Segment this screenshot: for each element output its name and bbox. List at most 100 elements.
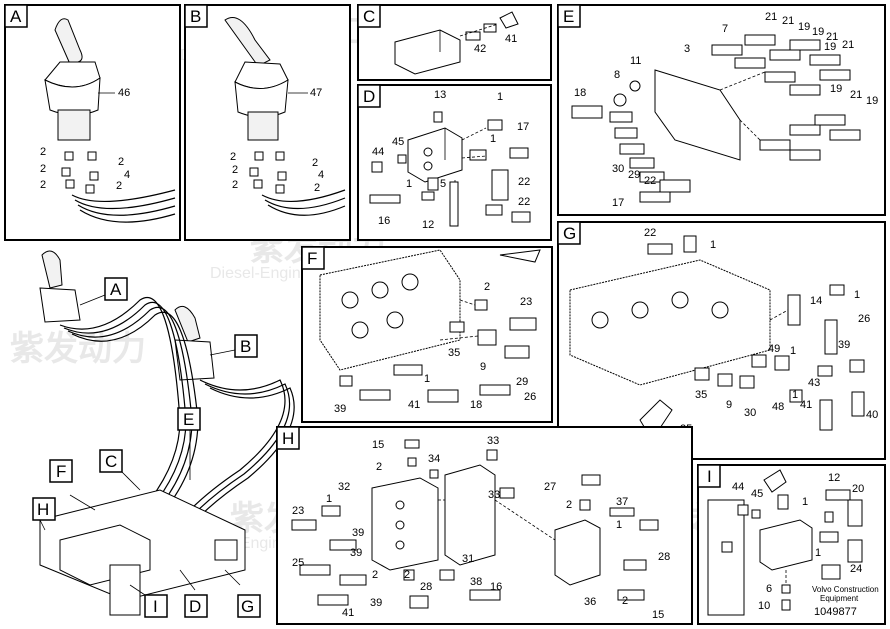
panel-a: A 46 2 2 2 4 2 2 xyxy=(4,4,181,241)
part-number: 19 xyxy=(866,95,878,107)
part-number: 39 xyxy=(370,597,382,609)
panel-d: D 13 1 17 45 44 1 5 1 22 16 12 22 xyxy=(357,84,552,241)
part-number: 21 xyxy=(765,11,777,23)
part-number: 26 xyxy=(524,391,536,403)
watermark-sub: Diesel-Engines xyxy=(210,265,318,282)
part-number: 6 xyxy=(766,583,772,595)
part-number: 2 xyxy=(484,281,490,293)
part-number: 22 xyxy=(518,196,530,208)
overview-callout: F xyxy=(56,462,66,481)
overview-callout: B xyxy=(240,337,251,356)
panel-label: B xyxy=(190,7,201,26)
part-number: 2 xyxy=(312,157,318,169)
part-number: 35 xyxy=(448,347,460,359)
part-number: 1 xyxy=(710,239,716,251)
part-number: 22 xyxy=(644,175,656,187)
part-number: 1 xyxy=(616,519,622,531)
part-number: 17 xyxy=(612,197,624,209)
part-number: 22 xyxy=(644,227,656,239)
part-number: 2 xyxy=(230,151,236,163)
part-number: 22 xyxy=(518,176,530,188)
panel-e: E 21 21 7 19 19 21 19 21 3 xyxy=(557,4,886,216)
part-number: 5 xyxy=(440,178,446,190)
part-number: 33 xyxy=(487,435,499,447)
part-number: 49 xyxy=(768,343,780,355)
part-number: 4 xyxy=(124,169,130,181)
part-number: 18 xyxy=(574,87,586,99)
part-number: 39 xyxy=(352,527,364,539)
part-number: 38 xyxy=(470,576,482,588)
part-number: 29 xyxy=(628,169,640,181)
part-number: 2 xyxy=(372,569,378,581)
part-number: 27 xyxy=(544,481,556,493)
overview-callout: A xyxy=(110,280,122,299)
panel-label: E xyxy=(563,7,574,26)
part-number: 2 xyxy=(40,179,46,191)
part-number: 12 xyxy=(422,219,434,231)
overview-callout: E xyxy=(183,410,194,429)
part-number: 34 xyxy=(428,453,440,465)
part-number: 2 xyxy=(116,180,122,192)
part-number: 23 xyxy=(520,296,532,308)
part-number: 28 xyxy=(658,551,670,563)
part-number: 39 xyxy=(838,339,850,351)
part-number: 1 xyxy=(815,547,821,559)
part-number: 11 xyxy=(630,55,641,67)
part-number: 16 xyxy=(490,581,502,593)
ports xyxy=(61,151,99,194)
part-number: 41 xyxy=(800,399,812,411)
part-number: 1 xyxy=(490,133,496,145)
part-number: 45 xyxy=(392,136,404,148)
overview-machine: A B E C F H I D G xyxy=(32,250,295,618)
part-number: 16 xyxy=(378,215,390,227)
part-number: 32 xyxy=(338,481,350,493)
part-number: 40 xyxy=(866,409,878,421)
panel-g: G 22 1 14 1 26 39 49 1 43 35 9 30 48 xyxy=(557,221,886,460)
part-number: 8 xyxy=(614,69,620,81)
credit-line-1: Volvo Construction xyxy=(812,585,879,594)
part-number: 21 xyxy=(826,31,838,43)
part-number: 19 xyxy=(824,41,836,53)
part-number: 1 xyxy=(406,178,412,190)
part-number: 48 xyxy=(772,401,784,413)
part-number: 2 xyxy=(118,156,124,168)
part-number: 28 xyxy=(420,581,432,593)
part-number: 21 xyxy=(782,15,794,27)
part-number: 2 xyxy=(566,499,572,511)
document-number: 1049877 xyxy=(814,606,857,618)
overview-callout: H xyxy=(37,500,49,519)
part-number: 2 xyxy=(40,163,46,175)
part-number: 15 xyxy=(372,439,384,451)
part-number: 19 xyxy=(812,26,824,38)
part-number: 2 xyxy=(40,146,46,158)
part-number: 37 xyxy=(616,496,628,508)
panel-label: I xyxy=(707,467,712,486)
part-number: 30 xyxy=(744,407,756,419)
part-number: 3 xyxy=(684,43,690,55)
part-number: 23 xyxy=(292,505,304,517)
panel-label: F xyxy=(307,249,317,268)
part-number: 26 xyxy=(858,313,870,325)
part-number: 9 xyxy=(480,361,486,373)
part-number: 21 xyxy=(850,89,862,101)
part-number: 15 xyxy=(652,609,664,621)
panel-c: C 42 41 xyxy=(357,4,552,81)
part-number: 1 xyxy=(792,389,798,401)
part-number: 4 xyxy=(318,169,324,181)
overview-callout: D xyxy=(189,597,201,616)
part-number: 1 xyxy=(424,373,430,385)
part-number: 14 xyxy=(810,295,822,307)
part-number: 10 xyxy=(758,600,770,612)
part-number: 25 xyxy=(292,557,304,569)
panel-h: H 15 33 2 34 1 32 33 27 xyxy=(276,426,693,625)
panel-b: B 47 2 2 2 4 2 2 xyxy=(184,4,351,241)
part-number: 35 xyxy=(695,389,707,401)
panel-label: C xyxy=(363,7,375,26)
part-number: 1 xyxy=(326,493,332,505)
part-number: 36 xyxy=(584,596,596,608)
overview-callout: C xyxy=(105,452,117,471)
part-number: 2 xyxy=(622,595,628,607)
part-number: 30 xyxy=(612,163,624,175)
part-number: 1 xyxy=(854,289,860,301)
part-number: 39 xyxy=(334,403,346,415)
